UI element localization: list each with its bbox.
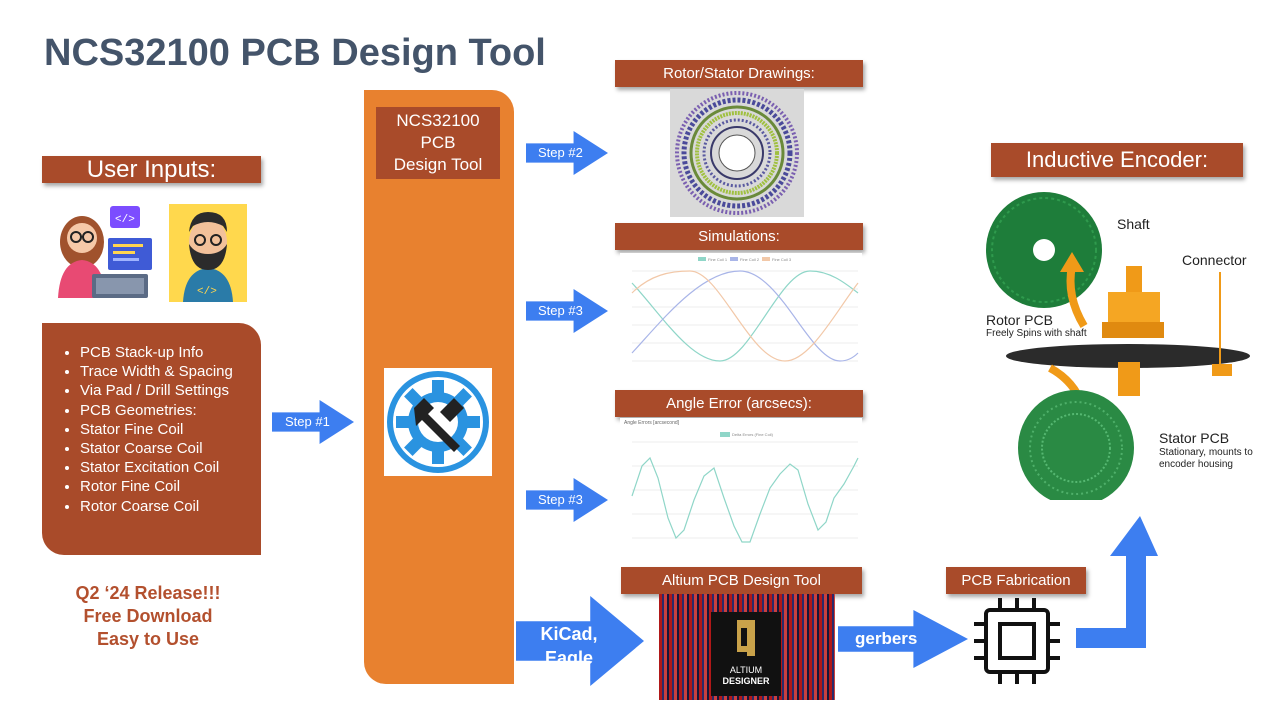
legend-swatch xyxy=(762,257,770,261)
list-item: Stator Fine Coil xyxy=(80,420,255,439)
list-item: Rotor Coarse Coil xyxy=(80,497,255,516)
stator-pcb-sublabel: encoder housing xyxy=(1159,459,1233,470)
legend-label: Fine Coil 3 xyxy=(772,257,792,262)
angle-error-header: Angle Error (arcsecs): xyxy=(615,390,863,417)
list-item: Trace Width & Spacing xyxy=(80,362,255,381)
altium-pcb-image: ALTIUM DESIGNER xyxy=(659,594,835,700)
step2-label: Step #2 xyxy=(538,145,583,160)
kicad-line: Eagle xyxy=(544,648,594,668)
rotor-pcb-label: Rotor PCB xyxy=(986,312,1053,328)
altium-header: Altium PCB Design Tool xyxy=(621,567,862,594)
list-item: Stator Coarse Coil xyxy=(80,439,255,458)
developer-man-icon: </> xyxy=(169,204,247,302)
page-title: NCS32100 PCB Design Tool xyxy=(44,32,546,74)
stator-pcb-label: Stator PCB xyxy=(1159,430,1230,446)
developer-woman-icon: </> xyxy=(52,204,154,300)
list-item: Stator Excitation Coil xyxy=(80,458,255,477)
release-line: Free Download xyxy=(83,606,213,626)
encoder-up-arrow xyxy=(1076,516,1158,650)
user-inputs-header: User Inputs: xyxy=(42,156,261,183)
step1-label: Step #1 xyxy=(285,414,330,429)
release-line: Easy to Use xyxy=(96,629,200,649)
kicad-eagle-label: KiCad, Eagle xyxy=(530,622,608,670)
release-line: Q2 ‘24 Release!!! xyxy=(75,583,221,603)
list-item: Via Pad / Drill Settings xyxy=(80,381,255,400)
user-inputs-list: PCB Stack-up Info Trace Width & Spacing … xyxy=(42,323,261,555)
step3-label: Step #3 xyxy=(538,303,583,318)
gerbers-label: gerbers xyxy=(855,629,918,648)
legend-swatch xyxy=(720,432,730,437)
chip-icon xyxy=(968,596,1066,686)
rotor-stator-drawing xyxy=(670,89,804,217)
tool-title-line: Design Tool xyxy=(393,155,483,174)
legend-label: Delta Errors (Fine Coil) xyxy=(732,432,774,437)
encoder-header: Inductive Encoder: xyxy=(991,143,1243,177)
rotor-pcb-sublabel: Freely Spins with shaft xyxy=(986,328,1087,339)
angle-error-chart: Angle Errors [arcsecond] Delta Errors (F… xyxy=(620,418,862,552)
simulation-chart: Fine Coil 1 Fine Coil 2 Fine Coil 3 xyxy=(620,253,862,375)
list-item: Rotor Fine Coil xyxy=(80,477,255,496)
connector-label: Connector xyxy=(1182,252,1247,268)
gear-wrench-icon xyxy=(384,368,492,476)
inductive-encoder-illustration xyxy=(980,186,1260,506)
kicad-line: KiCad, xyxy=(540,624,598,644)
step3-label: Step #3 xyxy=(538,492,583,507)
svg-text:</>: </> xyxy=(197,286,217,298)
legend-swatch xyxy=(730,257,738,261)
altium-logo-line: ALTIUM xyxy=(729,665,763,675)
design-tool-header: NCS32100 PCB Design Tool xyxy=(376,107,500,179)
legend-label: Fine Coil 2 xyxy=(740,257,760,262)
svg-text:</>: </> xyxy=(115,214,135,226)
release-note: Q2 ‘24 Release!!! Free Download Easy to … xyxy=(42,582,254,651)
altium-logo-line: DESIGNER xyxy=(722,676,770,686)
tool-title-line: PCB xyxy=(420,133,456,152)
legend-label: Fine Coil 1 xyxy=(708,257,728,262)
shaft-label: Shaft xyxy=(1117,216,1150,232)
tool-title-line: NCS32100 xyxy=(396,111,480,130)
altium-designer-logo: ALTIUM DESIGNER xyxy=(711,612,781,696)
rotor-stator-header: Rotor/Stator Drawings: xyxy=(615,60,863,87)
list-item: PCB Stack-up Info xyxy=(80,343,255,362)
fabrication-header: PCB Fabrication xyxy=(946,567,1086,594)
angle-chart-title: Angle Errors [arcsecond] xyxy=(624,420,680,426)
legend-swatch xyxy=(698,257,706,261)
stator-pcb-sublabel: Stationary, mounts to xyxy=(1159,447,1253,458)
list-item: PCB Geometries: xyxy=(80,401,255,420)
simulations-header: Simulations: xyxy=(615,223,863,250)
